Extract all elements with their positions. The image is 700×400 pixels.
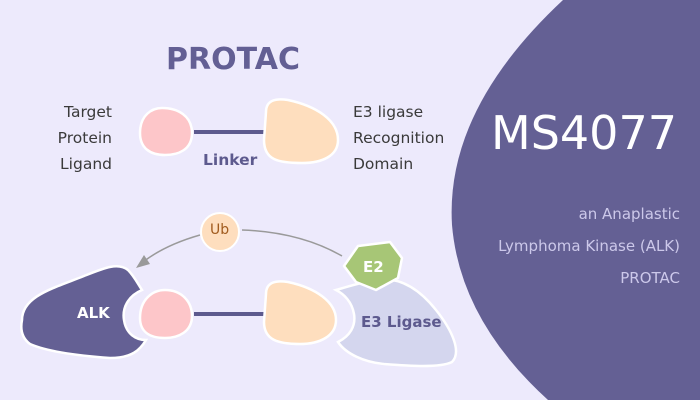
linker-label: Linker: [203, 151, 258, 169]
alk-protein-shape: [20, 265, 149, 360]
alk-label: ALK: [77, 304, 110, 322]
e3-recognition-domain-shape: [262, 98, 340, 165]
ubiquitin-transfer-arrow: [241, 229, 343, 257]
compound-description: an Anaplastic Lymphoma Kinase (ALK) PROT…: [498, 205, 680, 287]
arrow-head-icon: [136, 255, 150, 268]
diagram-title: PROTAC: [166, 42, 300, 77]
ubiquitin-circle: [200, 212, 240, 252]
e3-ligase-label: E3 Ligase: [361, 313, 442, 331]
target-protein-ligand-label: Target Protein Ligand: [57, 103, 112, 173]
bound-e3-recognition-shape: [262, 280, 338, 346]
ubiquitin-label: Ub: [210, 222, 230, 238]
e2-enzyme-shape: [342, 240, 404, 292]
compound-name: MS4077: [491, 106, 677, 160]
compound-panel-background: [451, 0, 700, 400]
bound-ligand-shape: [138, 288, 194, 340]
target-ligand-shape: [138, 106, 194, 157]
e2-label: E2: [363, 258, 384, 276]
e3-recognition-domain-label: E3 ligase Recognition Domain: [353, 103, 445, 173]
